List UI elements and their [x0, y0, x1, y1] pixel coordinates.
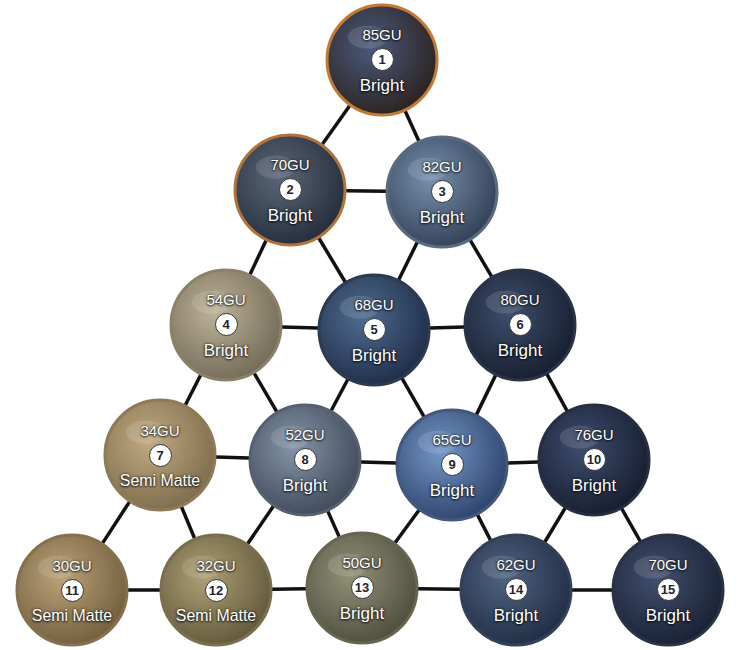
callout-number: 10: [583, 448, 606, 471]
finish-label: Semi Matte: [120, 472, 200, 490]
link-line: [322, 106, 349, 145]
gloss-value: 50GU: [342, 554, 381, 571]
callout-number: 11: [61, 579, 84, 602]
callout-number: 15: [657, 578, 680, 601]
gloss-value: 80GU: [500, 291, 539, 308]
link-line: [128, 588, 160, 592]
gloss-value: 32GU: [196, 557, 235, 574]
link-line: [547, 374, 567, 411]
link-line: [545, 508, 565, 542]
gloss-value: 52GU: [285, 426, 324, 443]
callout-number: 6: [509, 313, 532, 336]
glaze-tile: 76GU 10Bright: [537, 403, 651, 517]
finish-label: Bright: [420, 208, 464, 228]
finish-label: Bright: [494, 606, 538, 626]
link-line: [331, 379, 347, 410]
link-line: [250, 241, 266, 275]
glaze-tile: 82GU 3Bright: [385, 135, 499, 249]
link-line: [476, 375, 495, 414]
link-line: [103, 502, 130, 543]
glaze-tile: 80GU 6Bright: [463, 268, 577, 382]
gloss-value: 76GU: [574, 426, 613, 443]
finish-label: Semi Matte: [32, 607, 112, 625]
glaze-tile: 30GU 11Semi Matte: [15, 533, 129, 647]
finish-label: Bright: [204, 341, 248, 361]
gloss-value: 34GU: [140, 422, 179, 439]
gloss-value: 62GU: [496, 556, 535, 573]
glaze-tile: 32GU 12Semi Matte: [159, 533, 273, 647]
link-line: [508, 462, 538, 463]
link-line: [478, 515, 491, 540]
callout-number: 12: [205, 579, 228, 602]
glaze-tile: 52GU 8Bright: [248, 403, 362, 517]
finish-label: Bright: [646, 606, 690, 626]
link-line: [430, 327, 464, 328]
glaze-tile: 65GU 9Bright: [395, 408, 509, 522]
callout-number: 13: [351, 576, 374, 599]
link-line: [346, 189, 386, 193]
link-line: [405, 111, 419, 141]
finish-label: Bright: [498, 341, 542, 361]
glaze-tile: 70GU 2Bright: [233, 133, 347, 247]
finish-label: Semi Matte: [176, 607, 256, 625]
callout-number: 2: [279, 178, 302, 201]
link-line: [254, 373, 276, 411]
gloss-value: 68GU: [354, 296, 393, 313]
callout-number: 5: [363, 318, 386, 341]
link-line: [418, 587, 460, 591]
link-line: [282, 327, 318, 328]
link-line: [272, 587, 306, 591]
glaze-tile: 85GU 1Bright: [325, 3, 439, 117]
link-line: [319, 238, 345, 282]
finish-label: Bright: [572, 476, 616, 496]
gloss-value: 54GU: [206, 291, 245, 308]
glaze-tile: 34GU 7Semi Matte: [103, 398, 217, 512]
link-line: [181, 507, 194, 539]
finish-label: Bright: [352, 346, 396, 366]
callout-number: 1: [371, 48, 394, 71]
gloss-value: 85GU: [362, 26, 401, 43]
finish-label: Bright: [340, 604, 384, 624]
link-line: [470, 240, 491, 276]
glaze-tile: 70GU 15Bright: [611, 533, 725, 647]
callout-number: 4: [215, 313, 238, 336]
callout-number: 9: [441, 453, 464, 476]
link-line: [248, 506, 274, 544]
link-line: [399, 242, 417, 280]
glaze-tile: 68GU 5Bright: [317, 273, 431, 387]
link-line: [185, 375, 200, 405]
gloss-value: 65GU: [432, 431, 471, 448]
link-line: [328, 511, 339, 537]
finish-label: Bright: [360, 76, 404, 96]
gloss-value: 70GU: [648, 556, 687, 573]
gloss-value: 82GU: [422, 158, 461, 175]
link-line: [361, 462, 396, 463]
glaze-tile: 50GU 13Bright: [305, 531, 419, 645]
glaze-tile: 62GU 14Bright: [459, 533, 573, 647]
link-line: [402, 378, 424, 416]
link-line: [395, 510, 419, 543]
finish-label: Bright: [268, 206, 312, 226]
callout-number: 14: [505, 578, 528, 601]
finish-label: Bright: [283, 476, 327, 496]
link-line: [572, 588, 612, 592]
callout-number: 8: [294, 448, 317, 471]
link-line: [622, 509, 641, 542]
callout-number: 3: [431, 180, 454, 203]
link-line: [216, 457, 249, 458]
gloss-value: 70GU: [270, 156, 309, 173]
callout-number: 7: [149, 444, 172, 467]
glaze-tile: 54GU 4Bright: [169, 268, 283, 382]
finish-label: Bright: [430, 481, 474, 501]
gloss-value: 30GU: [52, 557, 91, 574]
